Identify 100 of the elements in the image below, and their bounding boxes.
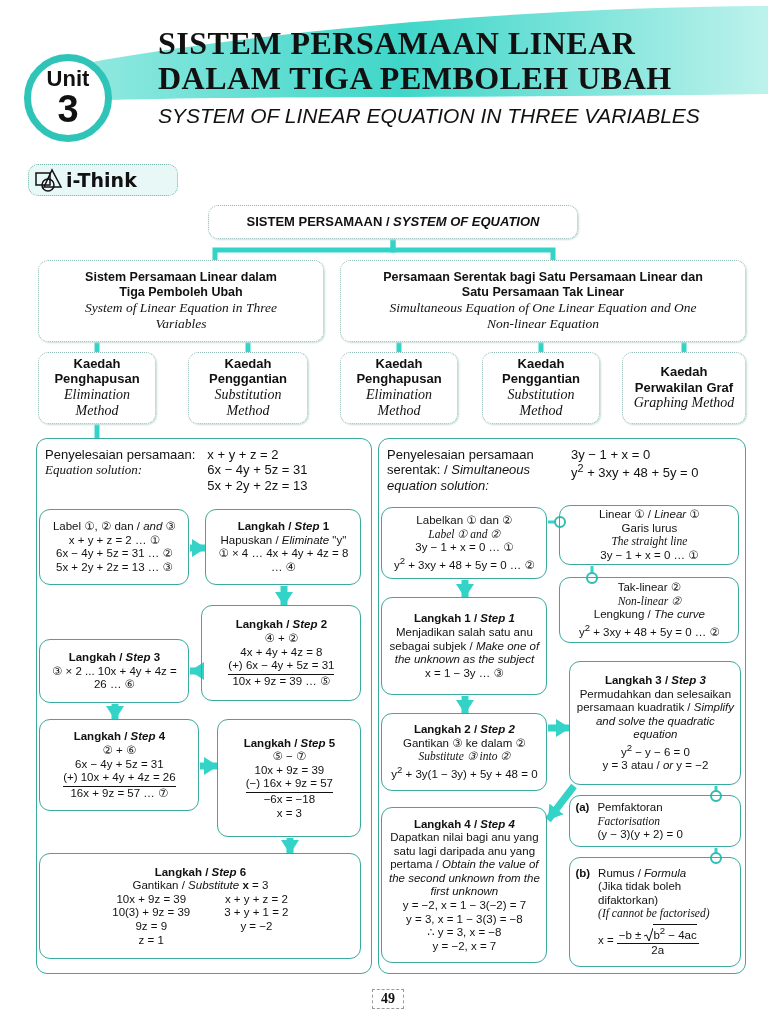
step-box	[201, 605, 362, 702]
equation-text: 3y − 1 + x = 0 … ①	[415, 541, 514, 556]
body-text: Garis lurus	[621, 521, 678, 536]
connector-line	[710, 786, 722, 802]
equation-text: ⑤ − ⑦	[272, 750, 307, 764]
equation-text: 10x + 9z = 39 … ⑤	[232, 674, 331, 689]
body-text: Penyelesaian persamaan:	[45, 447, 196, 463]
equation-text: 10x + 9z = 39	[116, 892, 187, 907]
heading-text: Langkah / Step 2	[235, 618, 328, 633]
equation-text: (+) 6x − 4y + 5z = 31	[228, 659, 335, 675]
heading-text: Langkah 4 / Step 4	[413, 817, 515, 832]
heading-text: Kaedah Penghapusan	[355, 356, 443, 387]
connector-line	[710, 848, 722, 864]
heading-text: Sistem Persamaan Linear dalam Tiga Pemboleh Ubah	[84, 270, 278, 300]
heading-text: Kaedah Penghapusan	[53, 356, 141, 387]
step-box	[559, 577, 740, 644]
equation-text: y$^{2}$ − y − 6 = 0	[620, 741, 690, 760]
equation-text: 6x − 4y + 5z = 31	[207, 462, 308, 478]
body-text: Tak-linear ②	[617, 581, 682, 595]
body-text: Gantikan ③ ke dalam ②	[402, 736, 526, 751]
equation-text: 5x + 2y + 2z = 13 … ③	[56, 560, 173, 575]
heading-text: SISTEM PERSAMAAN / SYSTEM OF EQUATION	[246, 214, 540, 230]
step-box	[559, 505, 740, 566]
translation-text: Substitution Method	[506, 386, 576, 420]
translation-text: Equation solution:	[45, 462, 143, 478]
equation-text: y = 3, x = 1 − 3(3) = −8	[406, 912, 523, 927]
heading-text: (a)	[575, 801, 590, 815]
equation-text: y = −2	[240, 919, 273, 934]
body-text: Gantikan / Substitute x = 3	[132, 879, 269, 893]
body-text: Lengkung / The curve	[593, 608, 705, 623]
solution-panel	[378, 438, 746, 974]
heading-text: Langkah / Step 5	[243, 736, 336, 751]
equation-text: (+) 10x + 4y + 4z = 26	[63, 771, 176, 787]
translation-text: Non-linear ②	[617, 594, 682, 609]
equation-text: (−) 16x + 9z = 57	[245, 777, 333, 793]
translation-text: Simultaneous Equation of One Linear Equation and One Non-linear Equation	[388, 299, 698, 332]
equation-text: 2a	[651, 944, 665, 958]
step-box	[39, 853, 362, 960]
heading-text: Kaedah Perwakilan Graf	[633, 364, 735, 396]
equation-text: ① × 4 … 4x + 4y + 4z = 8 … ④	[217, 547, 350, 575]
equation-text: 3y − 1 + x = 0	[571, 447, 651, 463]
body-text: Linear ① / Linear ①	[599, 508, 700, 522]
heading-text: 3	[57, 90, 79, 128]
equation-text: x + y + z = 2	[224, 892, 288, 907]
equation-text: b$^{2}$ − 4ac	[653, 924, 697, 943]
body-text: Hapuskan / Eliminate "y"	[220, 533, 347, 548]
equation-text: y$^{2}$ + 3y(1 − 3y) + 5y + 48 = 0	[391, 764, 538, 782]
translation-text: Graphing Method	[633, 395, 735, 412]
equation-text: y = 3 atau / or y = −2	[602, 759, 709, 773]
equation-text: x + y + z = 2	[207, 447, 279, 463]
equation-text: ② + ⑥	[102, 744, 137, 758]
heading-text: Langkah 1 / Step 1	[413, 612, 515, 627]
solution-panel	[36, 438, 372, 974]
equation-text: 10(3) + 9z = 39	[112, 906, 191, 920]
step-box	[39, 509, 190, 586]
equation-text: y = −2, x = 1 − 3(−2) = 7	[402, 898, 527, 913]
equation-text: 5x + 2y + 2z = 13	[207, 477, 308, 493]
equation-text: ∴ y = 3, x = −8	[427, 926, 502, 940]
heading-text: Persamaan Serentak bagi Satu Persamaan Linear dan Satu Persamaan Tak Linear	[382, 270, 704, 300]
equation-text: −b ±	[618, 928, 642, 943]
connector-line	[548, 516, 566, 528]
step-box	[569, 857, 742, 968]
equation-text: 9z = 9	[135, 919, 168, 934]
equation-text: y$^{2}$ + 3xy + 48 + 5y = 0	[571, 462, 699, 481]
equation-text: ④ + ②	[264, 632, 299, 646]
equation-text: x =	[598, 933, 614, 948]
heading-text: Langkah / Step 3	[68, 651, 161, 665]
connector-line	[586, 566, 598, 584]
heading-text: Langkah 2 / Step 2	[413, 723, 515, 737]
body-text: Labelkan ① dan ②	[416, 514, 513, 528]
equation-text: y$^{2}$ + 3xy + 48 + 5y = 0 … ②	[578, 622, 720, 640]
equation-text: −6x = −18	[263, 792, 316, 807]
body-text: Label ①, ② dan / and ③	[52, 520, 176, 534]
equation-text: x + y + z = 2 … ①	[68, 533, 160, 548]
step-box	[569, 795, 742, 848]
equation-text: 3y − 1 + x = 0 … ①	[600, 548, 699, 563]
body-text: Penyelesaian persamaan serentak: / Simultaneous equation solution:	[387, 447, 535, 493]
tag-text: i-Think	[66, 169, 137, 191]
step-box	[381, 807, 548, 964]
equation-text: 6x − 4y + 5z = 31 … ②	[56, 547, 173, 561]
equation-text: x = 1 − 3y … ③	[425, 666, 504, 681]
equation-text: 6x − 4y + 5z = 31	[75, 757, 164, 772]
translation-text: Factorisation	[597, 814, 661, 829]
body-text: Pemfaktoran	[597, 801, 663, 815]
body-text: (Jika tidak boleh difaktorkan)	[598, 880, 683, 908]
step-box	[381, 713, 548, 792]
equation-text: 3 + y + 1 = 2	[224, 906, 289, 920]
translation-text: (If cannot be factorised)	[598, 907, 710, 922]
translation-text: System of Linear Equation in Three Variables	[84, 299, 278, 332]
equation-text: z = 1	[138, 933, 164, 948]
translation-text: The straight line	[611, 535, 688, 549]
translation-text: Substitute ③ into ②	[418, 750, 511, 765]
step-box	[205, 509, 362, 586]
heading-text: Langkah 3 / Step 3	[604, 674, 706, 688]
translation-text: Label ① and ②	[428, 527, 501, 542]
page-number: 49	[372, 989, 404, 1009]
translation-text: Elimination Method	[364, 386, 434, 420]
step-box	[569, 661, 742, 786]
step-box	[381, 597, 548, 696]
equation-text: x = 3	[276, 806, 302, 821]
